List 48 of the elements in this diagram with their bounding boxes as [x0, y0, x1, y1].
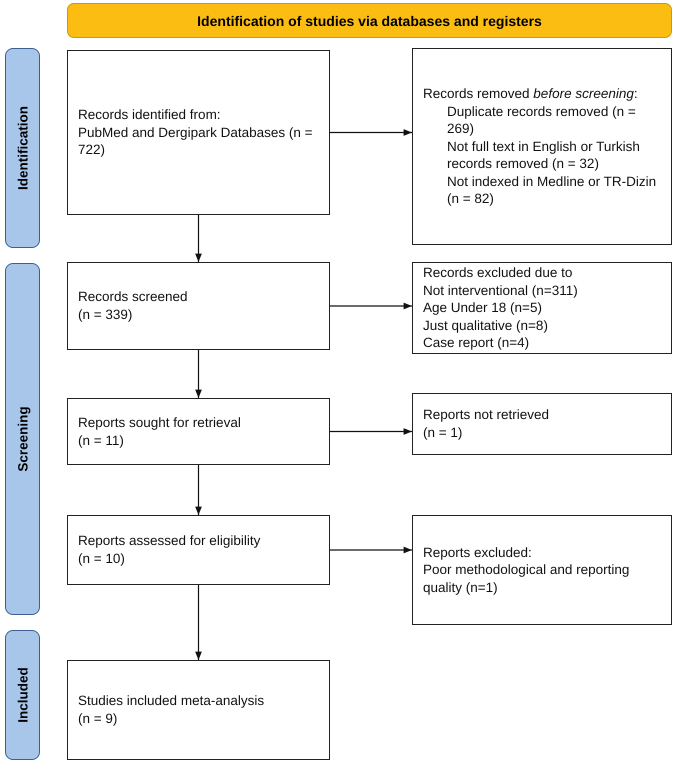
box-text: Reports not retrieved [423, 406, 550, 424]
phase-label-band [5, 48, 40, 248]
box-text: Records excluded due to [423, 264, 574, 282]
arrow [195, 465, 202, 515]
box-text: Studies included meta-analysis [78, 692, 266, 710]
arrow [195, 215, 202, 262]
box-text: PubMed and Dergipark Databases (n = 722) [78, 124, 314, 159]
box-text: Not indexed in Medline or TR-Dizin (n = 82) [446, 172, 658, 208]
box-text: Not full text in English or Turkish records removed (n = 32) [446, 138, 641, 173]
box-text: Not interventional (n=311) [423, 282, 579, 300]
arrow [195, 585, 202, 660]
box-text: (n = 9) [78, 710, 118, 728]
box-text: Records identified from: [78, 106, 222, 124]
box-text: Reports assessed for eligibility [78, 532, 262, 550]
process-box [412, 262, 672, 354]
header-text: Identification of studies via databases and registers [197, 12, 542, 28]
process-box [67, 660, 330, 760]
process-box [67, 515, 330, 585]
phase-label: Screening [15, 406, 30, 472]
box-text: Reports sought for retrieval [78, 414, 242, 432]
arrow [330, 302, 412, 310]
box-text: Duplicate records removed (n = 269) [446, 102, 637, 138]
box-text: Records screened [78, 288, 189, 306]
box-text: Case report (n=4) [423, 334, 530, 352]
arrow [195, 350, 202, 398]
process-box [412, 393, 672, 455]
box-text: Just qualitative (n=8) [423, 316, 549, 334]
box-text: Reports excluded: [423, 544, 533, 562]
phase-label-band [5, 263, 40, 615]
phase-label: Included [15, 667, 30, 723]
header-banner [67, 3, 672, 38]
process-box [67, 50, 330, 215]
box-text: (n = 1) [423, 424, 464, 442]
phase-label: Identification [15, 106, 30, 190]
phase-label-band [5, 630, 40, 760]
box-text: (n = 10) [78, 550, 126, 568]
box-text: (n = 339) [78, 306, 134, 324]
process-box [412, 515, 672, 625]
box-text: (n = 11) [78, 432, 125, 450]
box-text: Poor methodological and reporting quality (n=1) [423, 561, 630, 596]
arrow [330, 546, 412, 554]
process-box [412, 48, 672, 245]
box-text: Records removed before screening: [423, 85, 639, 103]
process-box [67, 262, 330, 350]
arrow [330, 129, 412, 136]
box-text: Age Under 18 (n=5) [423, 299, 543, 317]
arrow [330, 428, 412, 435]
process-box [67, 398, 330, 465]
